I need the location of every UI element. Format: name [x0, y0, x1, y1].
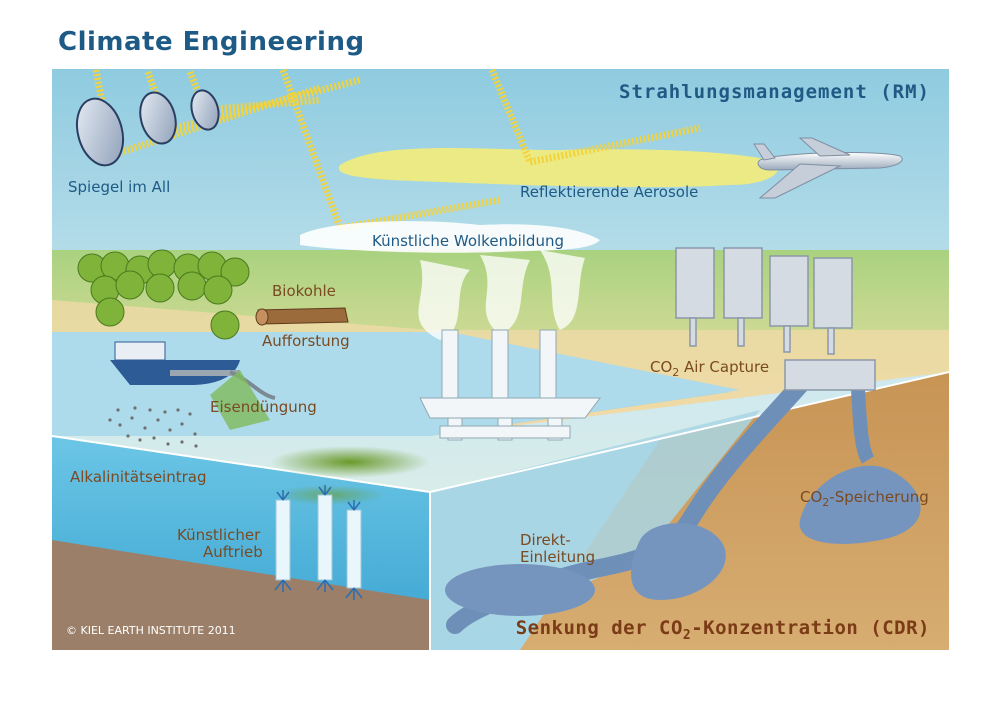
co2-reservoir-storage	[799, 465, 921, 544]
cdr-header: Senkung der CO2-Konzentration (CDR)	[516, 617, 930, 643]
forest	[77, 249, 250, 340]
label-aufforstung: Aufforstung	[262, 332, 350, 350]
label-aerosole: Reflektierende Aerosole	[520, 183, 698, 201]
co2-pipeline-storage	[851, 387, 875, 464]
copyright: © KIEL EARTH INSTITUTE 2011	[66, 624, 236, 637]
co2-reservoir-middle	[631, 523, 726, 600]
rm-header: Strahlungsmanagement (RM)	[619, 81, 930, 103]
upwelling-pipes	[274, 485, 363, 600]
artificial-clouds	[300, 221, 600, 340]
label-alkalinitaet: Alkalinitätseintrag	[70, 468, 207, 486]
label-biokohle: Biokohle	[272, 282, 336, 300]
edge-line	[51, 435, 431, 493]
iron-fertilization-ship	[110, 341, 276, 430]
space-mirrors	[75, 89, 220, 167]
label-eisenduengung: Eisendüngung	[210, 398, 317, 416]
algae-bloom	[270, 446, 430, 478]
air-capture-units	[675, 247, 876, 391]
label-auftrieb-line2: Auftrieb	[203, 543, 263, 561]
label-spiegel: Spiegel im All	[68, 178, 170, 196]
page-title: Climate Engineering	[58, 27, 365, 57]
cloud-seeding-ship	[419, 329, 601, 441]
aerosol-layer	[338, 148, 778, 188]
biochar-log	[255, 307, 349, 326]
label-wolkenbildung: Künstliche Wolkenbildung	[372, 232, 564, 250]
label-auftrieb-line1: Künstlicher	[177, 526, 261, 544]
seabed-left	[52, 540, 430, 650]
label-direkt-line1: Direkt-	[520, 531, 571, 549]
label-air-capture: CO2 Air Capture	[650, 358, 769, 379]
airplane	[753, 137, 903, 199]
co2-plume-direct	[445, 564, 595, 616]
iron-particles	[108, 406, 198, 448]
label-direkt-line2: Einleitung	[520, 548, 595, 566]
label-speicherung: CO2-Speicherung	[800, 488, 929, 509]
